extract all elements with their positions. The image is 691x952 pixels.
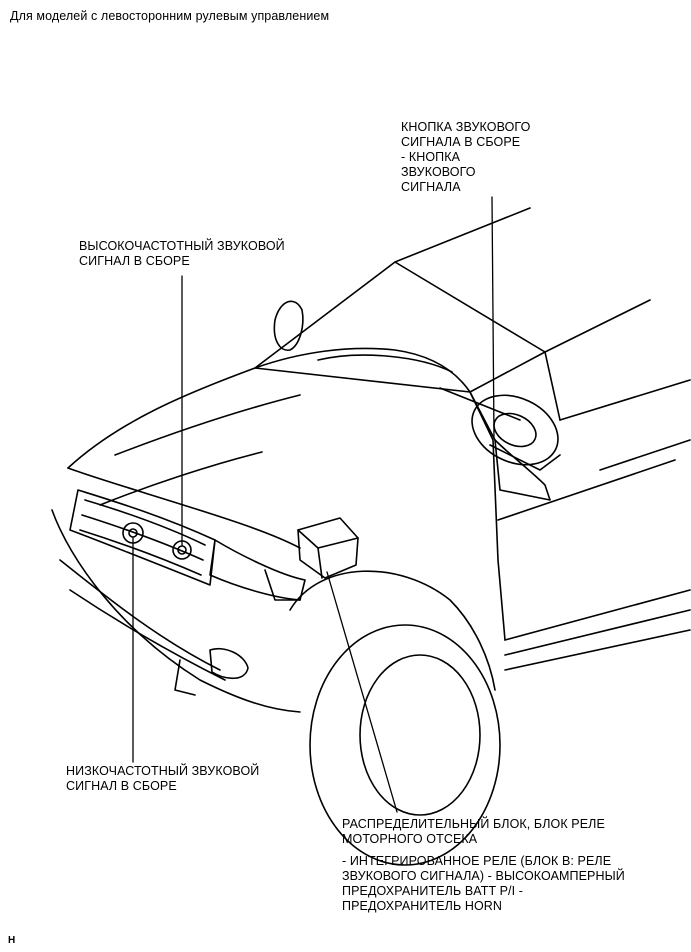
door-mirror — [494, 439, 551, 501]
leader-relay-block — [326, 571, 398, 813]
callout-line: НИЗКОЧАСТОТНЫЙ ЗВУКОВОЙ — [66, 764, 260, 778]
side-mirror — [273, 300, 304, 351]
windshield — [254, 261, 546, 393]
wheel-arch — [289, 570, 496, 691]
callout-detail-line: ПРЕДОХРАНИТЕЛЬ BATT P/I - — [342, 884, 524, 898]
hood-front-edge — [67, 467, 301, 549]
callout-line: - КНОПКА — [401, 150, 461, 164]
figure-code: H — [8, 935, 16, 946]
callout-line: СИГНАЛА В СБОРЕ — [401, 135, 521, 149]
hood-center-crease — [114, 394, 301, 456]
page-title: Для моделей с левосторонним рулевым упра… — [10, 9, 330, 23]
callout-detail-line: ПРЕДОХРАНИТЕЛЬ HORN — [342, 899, 503, 913]
relay-block — [297, 517, 359, 579]
callout-line: СИГНАЛА — [401, 180, 461, 194]
headlight — [209, 539, 306, 601]
callout-line: РАСПРЕДЕЛИТЕЛЬНЫЙ БЛОК, БЛОК РЕЛЕ — [342, 817, 605, 831]
callout-line: СИГНАЛ В СБОРЕ — [79, 254, 190, 268]
callout-line: СИГНАЛ В СБОРЕ — [66, 779, 177, 793]
callout-relay-block: РАСПРЕДЕЛИТЕЛЬНЫЙ БЛОК, БЛОК РЕЛЕ МОТОРН… — [342, 817, 625, 914]
callout-high-pitched-horn: ВЫСОКОЧАСТОТНЫЙ ЗВУКОВОЙ СИГНАЛ В СБОРЕ — [79, 239, 285, 269]
callout-low-pitched-horn: НИЗКОЧАСТОТНЫЙ ЗВУКОВОЙ СИГНАЛ В СБОРЕ — [66, 764, 259, 794]
fog-light — [209, 648, 249, 680]
door-line — [497, 459, 676, 521]
steering-wheel — [471, 394, 559, 466]
callout-horn-button: КНОПКА ЗВУКОВОГО СИГНАЛА В СБОРЕ - КНОПК… — [401, 120, 530, 195]
grille-frame — [69, 489, 216, 586]
callout-detail-line: ЗВУКОВОГО СИГНАЛА) - ВЫСОКОАМПЕРНЫЙ — [342, 869, 625, 883]
callout-line: ЗВУКОВОГО — [401, 165, 476, 179]
leader-horn-button — [491, 196, 495, 439]
hood-outline — [67, 347, 496, 469]
front-wheel — [309, 624, 501, 866]
callout-line: МОТОРНОГО ОТСЕКА — [342, 832, 478, 846]
callout-line: ВЫСОКОЧАСТОТНЫЙ ЗВУКОВОЙ — [79, 239, 285, 253]
callout-detail-line: - ИНТЕГРИРОВАННОЕ РЕЛЕ (БЛОК В: РЕЛЕ — [342, 854, 612, 868]
callout-line: КНОПКА ЗВУКОВОГО — [401, 120, 531, 134]
